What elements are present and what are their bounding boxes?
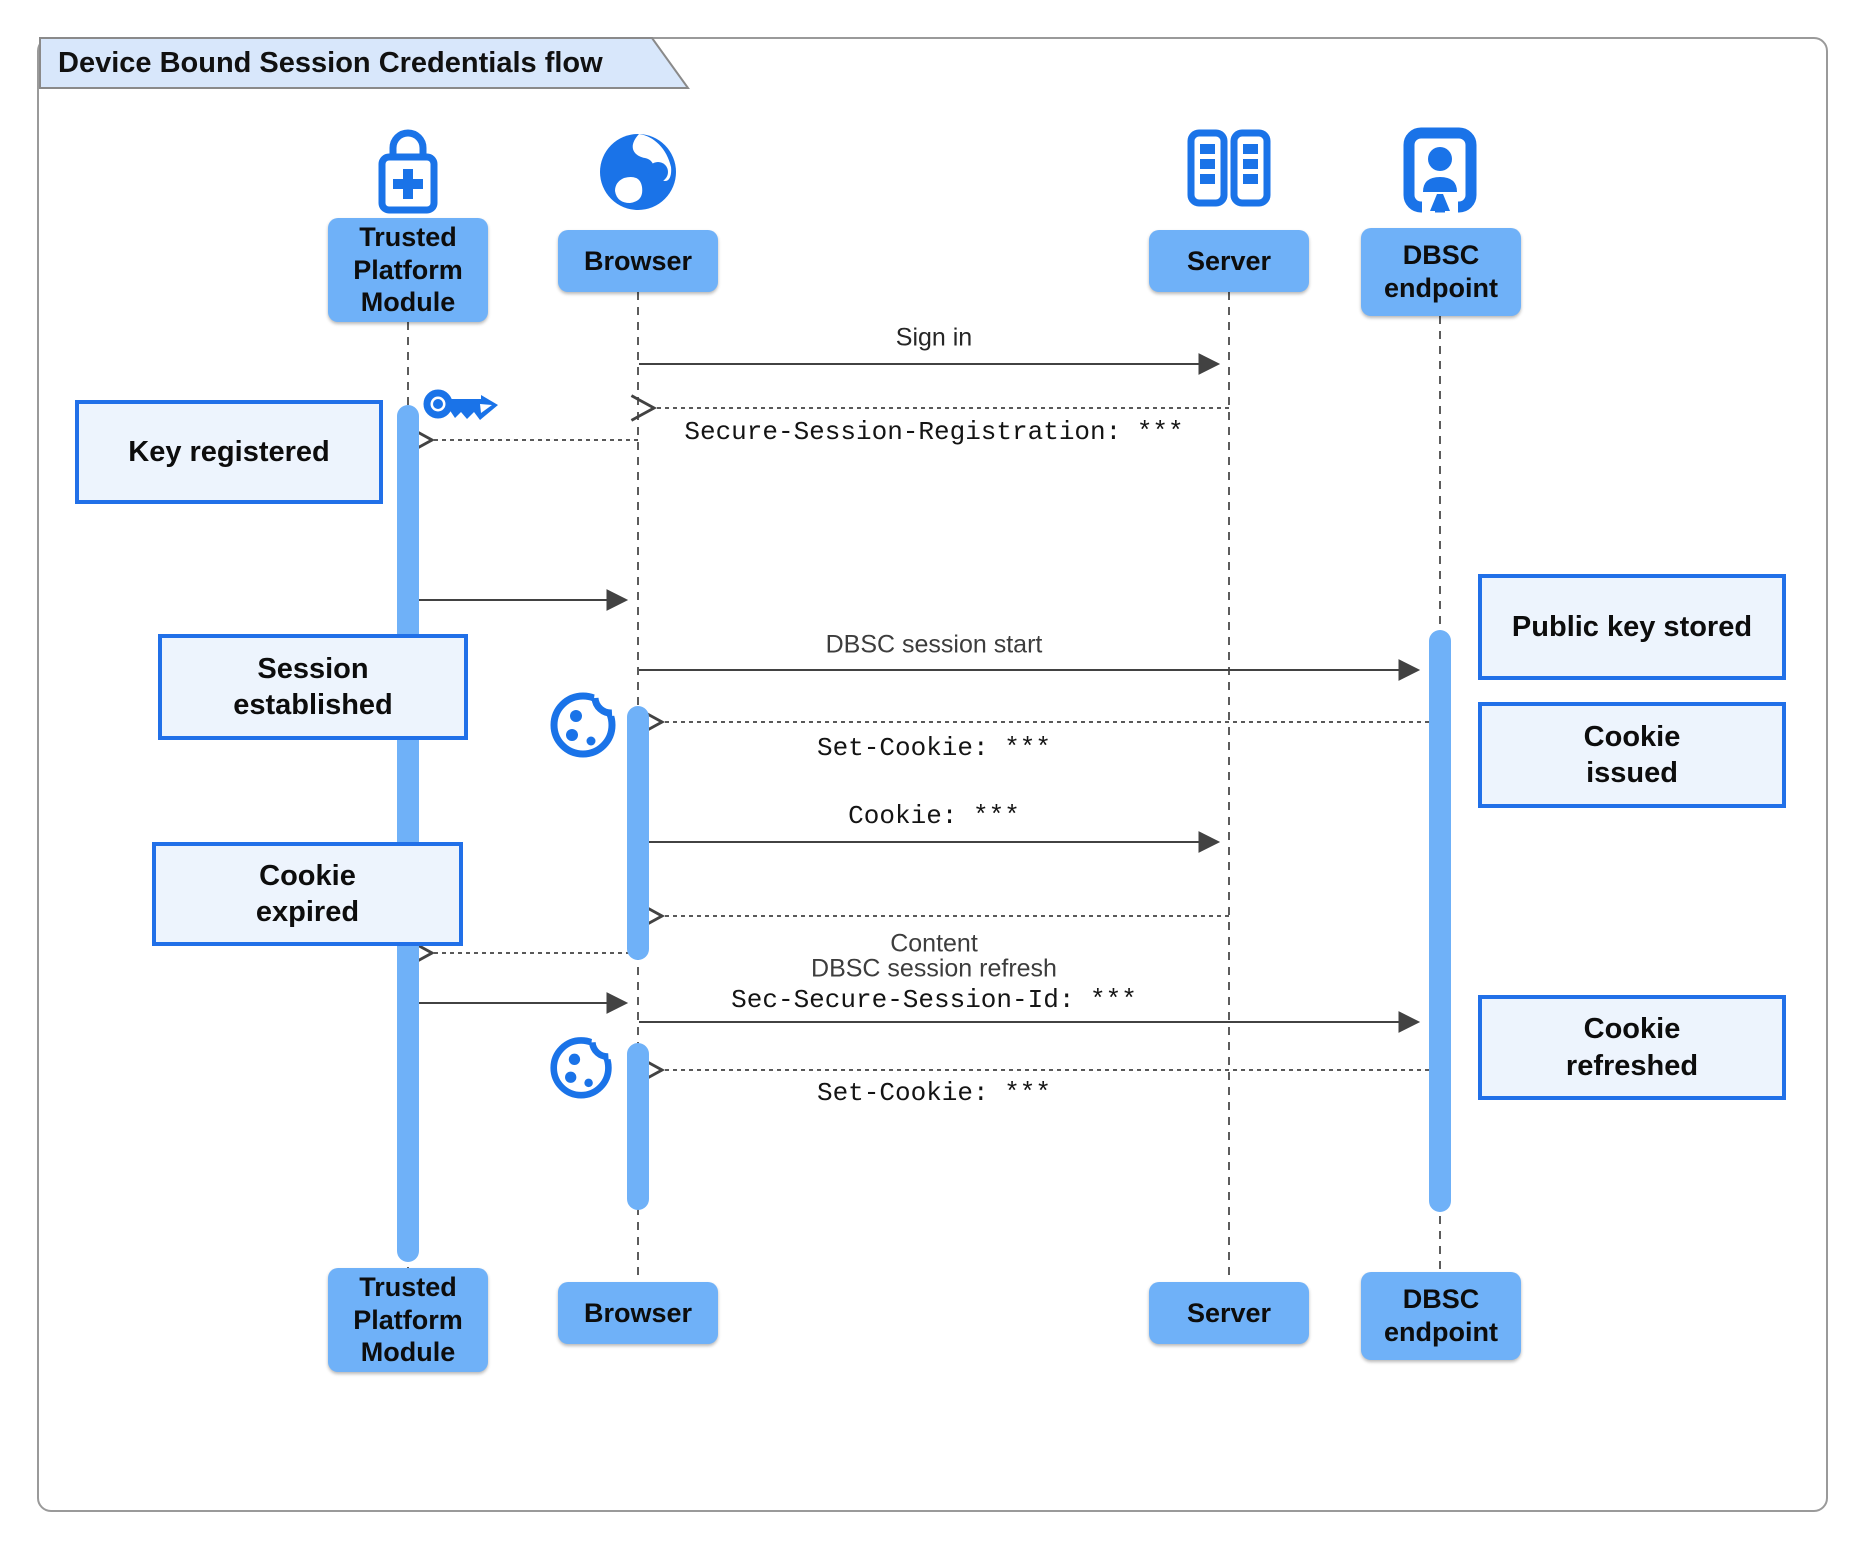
- actor-label-server-bottom: Server: [1149, 1282, 1309, 1344]
- server-racks-icon: [1187, 129, 1271, 207]
- activation-bar-browser-1: [627, 706, 649, 960]
- activation-bar-dbsc: [1429, 630, 1451, 1212]
- message-label-content: Content: [890, 929, 978, 958]
- actor-label-tpm-top: Trusted Platform Module: [328, 218, 488, 322]
- note-cookie-refreshed: Cookie refreshed: [1478, 995, 1786, 1100]
- actor-label-dbsc-top: DBSC endpoint: [1361, 228, 1521, 316]
- lock-plus-icon: [378, 129, 438, 214]
- cookie-icon-2: [550, 1027, 624, 1099]
- message-label-sign-in: Sign in: [895, 323, 973, 352]
- person-badge-icon: [1403, 127, 1477, 213]
- note-cookie-expired: Cookie expired: [152, 842, 463, 946]
- cookie-icon-1: [550, 682, 628, 758]
- globe-icon: [600, 134, 676, 210]
- key-icon: [423, 389, 498, 420]
- note-public-key-stored: Public key stored: [1478, 574, 1786, 680]
- actor-label-tpm-bottom: Trusted Platform Module: [328, 1268, 488, 1372]
- title-tab: [39, 37, 690, 89]
- actor-label-dbsc-bottom: DBSC endpoint: [1361, 1272, 1521, 1360]
- message-label-cookie: Cookie: ***: [848, 801, 1020, 831]
- message-label-dbsc-session-refresh: DBSC session refresh: [811, 954, 1057, 983]
- note-session-established: Session established: [158, 634, 468, 740]
- note-cookie-issued: Cookie issued: [1478, 702, 1786, 808]
- activation-bar-tpm: [397, 405, 419, 1262]
- message-label-dbsc-session-start: DBSC session start: [825, 630, 1043, 659]
- actor-label-browser-bottom: Browser: [558, 1282, 718, 1344]
- activation-bar-browser-2: [627, 1043, 649, 1210]
- note-key-registered: Key registered: [75, 400, 383, 504]
- message-label-set-cookie-2: Set-Cookie: ***: [816, 1078, 1052, 1108]
- message-label-secure-session-registration: Secure-Session-Registration: ***: [684, 417, 1184, 447]
- message-label-sec-secure-session-id: Sec-Secure-Session-Id: ***: [731, 985, 1137, 1015]
- message-label-set-cookie-1: Set-Cookie: ***: [816, 733, 1052, 763]
- actor-label-browser-top: Browser: [558, 230, 718, 292]
- actor-label-server-top: Server: [1149, 230, 1309, 292]
- diagram-title: Device Bound Session Credentials flow: [58, 47, 603, 79]
